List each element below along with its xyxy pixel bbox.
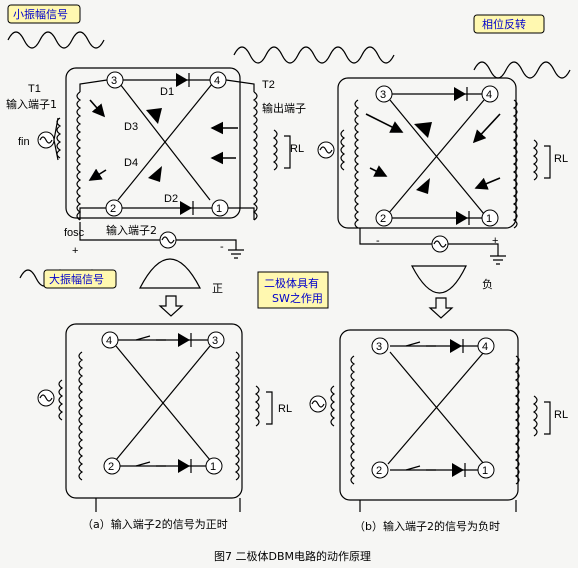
label-positive: 正 [212,282,223,295]
label-d2: D2 [164,193,178,205]
node-4-bl: 4 [106,335,112,347]
node-2-tr: 2 [380,213,386,225]
circuit-bottom-right [309,329,551,512]
node-3-br: 3 [376,341,382,353]
node-4-br: 4 [482,341,488,353]
middle-section [19,258,467,319]
tag-phase-reverse: 相位反转 [473,14,545,34]
node-2-tl: 2 [110,203,116,215]
label-minus-1: - [220,241,224,253]
node-1-bl: 1 [210,461,216,473]
node-1-tr: 1 [486,213,492,225]
node-2-br: 2 [376,465,382,477]
node-4-tr: 4 [486,89,492,101]
label-input1: 输入端子1 [6,97,57,111]
node-2-bl: 2 [108,461,114,473]
tag-large-signal: 大振幅信号 [43,269,117,289]
svg-text:相位反转: 相位反转 [482,17,526,31]
node-3-tl: 3 [111,75,117,87]
svg-text:大振幅信号: 大振幅信号 [49,272,104,286]
circuit-top-right [233,46,571,265]
label-d4: D4 [124,157,138,169]
caption-b: （b）输入端子2的信号为负时 [354,519,500,533]
label-minus-2: - [376,235,380,247]
center-note-box [257,271,329,309]
label-t2: T2 [262,79,275,91]
center-note-line2: SW之作用 [272,291,323,305]
circuit-top-left [7,31,291,259]
node-3-bl: 3 [212,335,218,347]
node-4-tl: 4 [214,75,220,87]
label-plus-1: + [72,245,78,257]
circuit-bottom-left [37,323,273,512]
caption-figure: 图7 二极体DBM电路的动作原理 [214,549,371,563]
node-1-tl: 1 [216,203,222,215]
tag-small-signal: 小振幅信号 [7,4,81,24]
label-d1: D1 [160,86,174,98]
label-negative: 负 [482,277,493,291]
label-rl-4: RL [554,409,568,421]
label-fosc: fosc [64,227,85,239]
node-1-br: 1 [482,465,488,477]
label-rl-3: RL [278,403,292,415]
center-note-line1: 二极体具有 [264,276,319,290]
caption-a: （a）输入端子2的信号为正时 [82,517,228,531]
label-t1: T1 [28,83,41,95]
label-rl-1: RL [290,143,304,155]
label-rl-2: RL [554,153,568,165]
svg-text:小振幅信号: 小振幅信号 [13,7,68,21]
label-input2: 输入端子2 [106,223,157,237]
node-3-tr: 3 [380,89,386,101]
label-fin: fin [18,136,30,148]
label-d3: D3 [124,121,138,133]
label-plus-2: + [492,235,498,247]
label-output: 输出端子 [262,101,306,115]
